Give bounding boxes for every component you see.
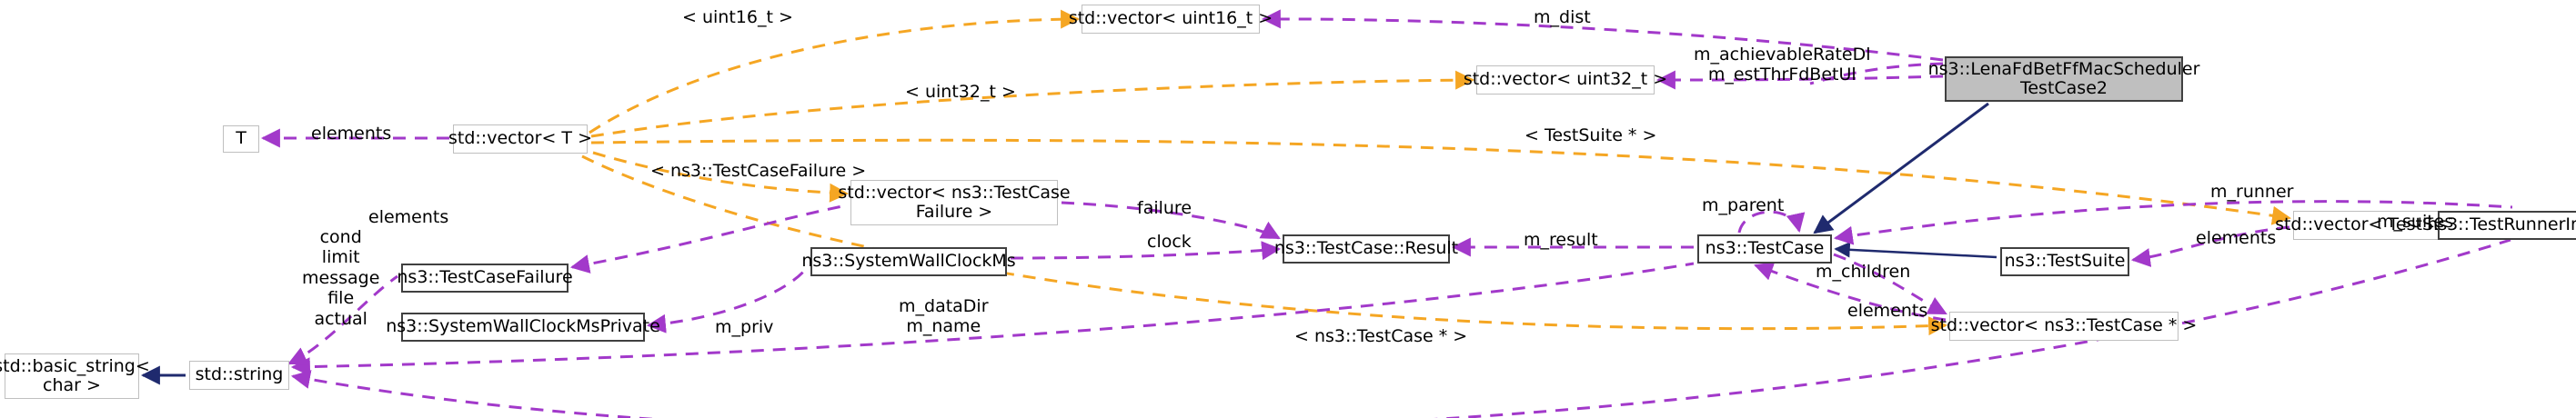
node-ns3-testcase[interactable]: ns3::TestCase bbox=[1697, 234, 1832, 264]
edge-label-clock: clock bbox=[1147, 232, 1192, 252]
edge-label-m-dist: m_dist bbox=[1534, 7, 1591, 27]
node-std-basic-string-char[interactable]: std::basic_string< char > bbox=[0, 353, 150, 399]
edge-testsuite-inherits-testcase bbox=[1834, 242, 1997, 259]
edge-label-testsuite-ptr: < TestSuite * > bbox=[1524, 125, 1657, 145]
edge-label-m-suites: m_suites bbox=[2377, 212, 2454, 232]
edge-focus-inherits-testcase bbox=[1813, 102, 1989, 234]
node-ns3-testsuite[interactable]: ns3::TestSuite bbox=[2000, 247, 2129, 276]
node-lenafdbetffmacschedulertestcase2[interactable]: ns3::LenaFdBetFfMacScheduler TestCase2 bbox=[1928, 56, 2199, 102]
edge-label-testcasefailure-fields: cond limit message file actual bbox=[302, 227, 380, 329]
edge-result-clock-to-swcms bbox=[1010, 241, 1282, 261]
node-std-string[interactable]: std::string bbox=[189, 361, 289, 390]
node-std-vector-T[interactable]: std::vector< T > bbox=[448, 124, 592, 154]
node-ns3-systemwallclockmsprivate[interactable]: ns3::SystemWallClockMsPrivate bbox=[386, 313, 660, 342]
node-ns3-testcasefailure[interactable]: ns3::TestCaseFailure bbox=[397, 264, 573, 293]
node-std-vector-testcasefailure[interactable]: std::vector< ns3::TestCase Failure > bbox=[838, 180, 1071, 225]
edge-label-uint32: < uint32_t > bbox=[905, 82, 1016, 102]
node-T[interactable]: T bbox=[223, 125, 259, 153]
edge-label-elements-2: elements bbox=[368, 207, 449, 227]
edge-label-m-runner: m_runner bbox=[2210, 182, 2294, 202]
edge-label-m-achievablerate-estthr: m_achievableRateDl m_estThrFdBetUl bbox=[1694, 45, 1871, 85]
edge-label-ns3-testcase-ptr: < ns3::TestCase * > bbox=[1294, 326, 1468, 346]
edge-label-elements-1: elements bbox=[311, 124, 392, 144]
node-ns3-testrunnerimpl[interactable]: ns3::TestRunnerImpl bbox=[2427, 211, 2576, 240]
node-ns3-testcase-result[interactable]: ns3::TestCase::Result bbox=[1274, 234, 1458, 264]
node-std-vector-uint32[interactable]: std::vector< uint32_t > bbox=[1464, 65, 1667, 95]
edge-vecT-to-vec-uint16 bbox=[589, 9, 1081, 134]
edge-label-m-parent: m_parent bbox=[1702, 195, 1785, 215]
edge-label-failure: failure bbox=[1137, 198, 1192, 218]
edge-label-m-datadir-m-name: m_dataDir m_name bbox=[899, 296, 989, 337]
node-std-vector-testcase-ptr[interactable]: std::vector< ns3::TestCase * > bbox=[1931, 312, 2197, 341]
edge-label-m-result: m_result bbox=[1524, 230, 1598, 250]
edge-label-elements-3: elements bbox=[2196, 228, 2277, 248]
edge-label-elements-4: elements bbox=[1847, 301, 1928, 321]
node-ns3-systemwallclockms[interactable]: ns3::SystemWallClockMs bbox=[801, 247, 1016, 276]
edge-label-m-priv: m_priv bbox=[715, 317, 774, 337]
edge-label-ns3-testcasefailure: < ns3::TestCaseFailure > bbox=[650, 161, 867, 181]
edge-label-m-children: m_children bbox=[1816, 262, 1911, 282]
edge-vecT-to-vec-uint32 bbox=[590, 70, 1475, 138]
edge-label-uint16: < uint16_t > bbox=[682, 7, 793, 27]
node-std-vector-uint16[interactable]: std::vector< uint16_t > bbox=[1069, 5, 1273, 34]
